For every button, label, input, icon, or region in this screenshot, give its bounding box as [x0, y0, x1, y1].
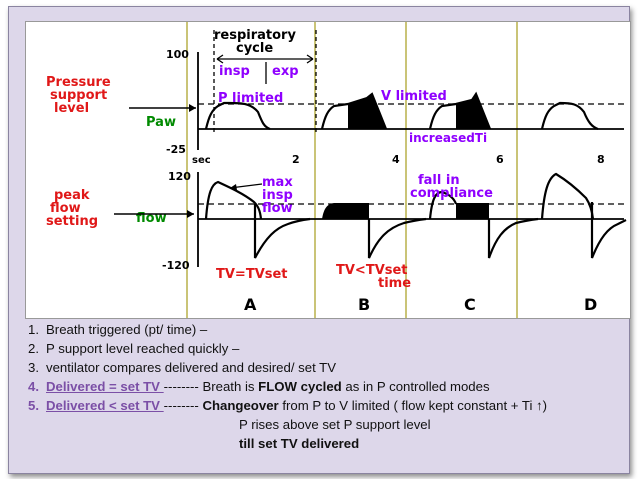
tv-equal-label: TV=TVset — [216, 267, 288, 282]
note-rest: as in P controlled modes — [341, 379, 490, 394]
flow-wave-a — [204, 180, 263, 220]
max-insp-flow-2: insp — [262, 188, 293, 203]
p-axis-bottom: -25 — [166, 143, 186, 156]
note-5-cont-1: P rises above set P support level — [28, 415, 628, 434]
note-4: 4. Delivered = set TV -------- Breath is… — [28, 377, 628, 396]
note-rest: from P to V limited ( flow kept constant… — [278, 398, 548, 413]
note-continuation: P rises above set P support level — [239, 417, 431, 432]
pressure-support-label-1: Pressure — [46, 75, 111, 90]
panel-letter-d: D — [584, 295, 597, 314]
peak-flow-arrowhead — [187, 210, 194, 218]
ps-level-arrowhead — [189, 104, 196, 112]
peak-flow-label-1: peak — [54, 188, 90, 203]
p-axis-top: 100 — [166, 48, 189, 61]
flow-plateau-b — [322, 203, 369, 219]
note-bold: FLOW cycled — [258, 379, 342, 394]
note-number: 5. — [28, 398, 39, 413]
panel-letter-c: C — [464, 295, 476, 314]
note-text: ventilator compares delivered and desire… — [46, 360, 337, 375]
note-3: 3. ventilator compares delivered and des… — [28, 358, 628, 377]
peak-flow-label-2: flow — [50, 201, 81, 216]
flow-wave-d — [540, 172, 595, 220]
flow-exp-d — [590, 202, 627, 259]
note-number: 3. — [28, 360, 39, 375]
f-axis-top: 120 — [168, 170, 191, 183]
flow-plateau-c — [456, 203, 489, 219]
p-limited-label: P limited — [218, 91, 283, 106]
note-text: P support level reached quickly – — [46, 341, 240, 356]
note-2: 2. P support level reached quickly – — [28, 339, 628, 358]
fall-in-compliance-2: compliance — [410, 186, 493, 201]
note-continuation-bold: till set TV delivered — [239, 436, 360, 451]
flow-wave-c — [428, 190, 458, 220]
pressure-wave-a — [204, 101, 271, 131]
f-axis-bottom: -120 — [162, 259, 190, 272]
slide-panel: respiratory cycle insp exp Pressure supp… — [8, 6, 631, 474]
insp-label: insp — [219, 64, 250, 79]
note-dashes: -------- — [163, 398, 203, 413]
pressure-support-label-3: level — [54, 101, 89, 116]
note-number: 2. — [28, 341, 39, 356]
cycle-label-1: respiratory — [214, 28, 296, 43]
pressure-wave-b — [320, 92, 388, 130]
waveform-diagram: respiratory cycle insp exp Pressure supp… — [46, 22, 627, 318]
max-insp-flow-3: flow — [262, 201, 293, 216]
note-bold: Changeover — [202, 398, 279, 413]
sec-label: sec — [192, 155, 211, 166]
cycle-label-2: cycle — [236, 41, 273, 56]
tv-less-label-1: TV<TVset — [336, 263, 408, 278]
max-insp-flow-1: max — [262, 175, 293, 190]
flow-exp-a — [253, 204, 311, 259]
peak-flow-label-3: setting — [46, 214, 98, 229]
pressure-fill-c — [456, 94, 490, 129]
pressure-wave-d — [540, 101, 599, 131]
note-dashes: -------- Breath is — [163, 379, 259, 394]
max-insp-arrowhead — [230, 184, 237, 190]
notes-list: 1. Breath triggered (pt/ time) – 2. P su… — [28, 320, 628, 453]
tick-6: 6 — [496, 153, 504, 166]
tick-2: 2 — [292, 153, 300, 166]
note-lead: Delivered = set TV — [46, 379, 164, 394]
increased-ti-label: increasedTi — [409, 131, 487, 145]
tv-less-label-2: time — [378, 276, 411, 291]
note-number: 1. — [28, 322, 39, 337]
note-1: 1. Breath triggered (pt/ time) – — [28, 320, 628, 339]
note-5: 5. Delivered < set TV -------- Changeove… — [28, 396, 628, 415]
cycle-arrowheads — [216, 54, 314, 64]
fall-in-compliance-1: fall in — [418, 173, 460, 188]
flow-exp-c — [487, 217, 539, 259]
pressure-support-label-2: support — [50, 88, 107, 103]
note-lead: Delivered < set TV — [46, 398, 164, 413]
waveform-figure: respiratory cycle insp exp Pressure supp… — [25, 21, 631, 319]
flow-exp-b — [367, 217, 427, 259]
note-number: 4. — [28, 379, 39, 394]
v-limited-label: V limited — [381, 89, 447, 104]
panel-letter-b: B — [358, 295, 370, 314]
note-5-cont-2: till set TV delivered — [28, 434, 628, 453]
exp-label: exp — [272, 64, 299, 79]
tick-4: 4 — [392, 153, 400, 166]
pressure-fill-b — [348, 94, 386, 129]
paw-label: Paw — [146, 115, 176, 130]
tick-8: 8 — [597, 153, 605, 166]
panel-letter-a: A — [244, 295, 257, 314]
note-text: Breath triggered (pt/ time) – — [46, 322, 208, 337]
